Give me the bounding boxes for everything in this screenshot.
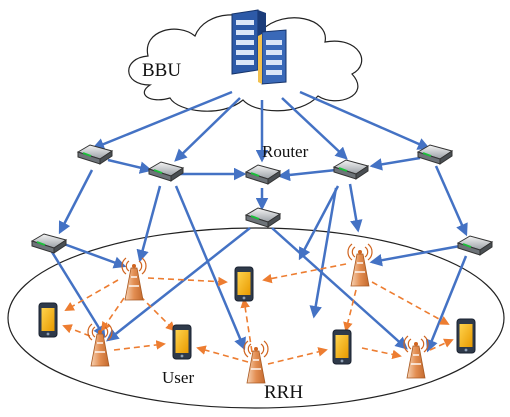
smartphone-icon bbox=[38, 302, 58, 338]
smartphone-icon bbox=[456, 318, 476, 354]
access-links bbox=[62, 263, 454, 365]
radio-tower-icon bbox=[87, 323, 113, 367]
router-label: Router bbox=[262, 142, 309, 161]
access-area-ellipse bbox=[7, 227, 505, 409]
router-icon bbox=[31, 233, 67, 254]
router-icon bbox=[457, 235, 493, 256]
radio-tower-icon bbox=[347, 243, 373, 287]
radio-tower-icon bbox=[403, 335, 429, 379]
smartphone-icon bbox=[172, 324, 192, 360]
bbu-label: BBU bbox=[142, 60, 181, 81]
router-icon bbox=[245, 207, 281, 228]
router-icon bbox=[333, 159, 369, 180]
router-icon bbox=[417, 144, 453, 165]
smartphone-icon bbox=[332, 329, 352, 365]
fronthaul-links bbox=[50, 90, 468, 353]
router-icon bbox=[148, 161, 184, 182]
smartphone-icon bbox=[234, 266, 254, 302]
router-icon bbox=[245, 164, 281, 185]
server-rack-icon bbox=[231, 9, 287, 85]
router-icon bbox=[77, 144, 113, 165]
rrh-label: RRH bbox=[264, 382, 303, 403]
radio-tower-icon bbox=[121, 257, 147, 301]
user-label: User bbox=[162, 368, 194, 387]
